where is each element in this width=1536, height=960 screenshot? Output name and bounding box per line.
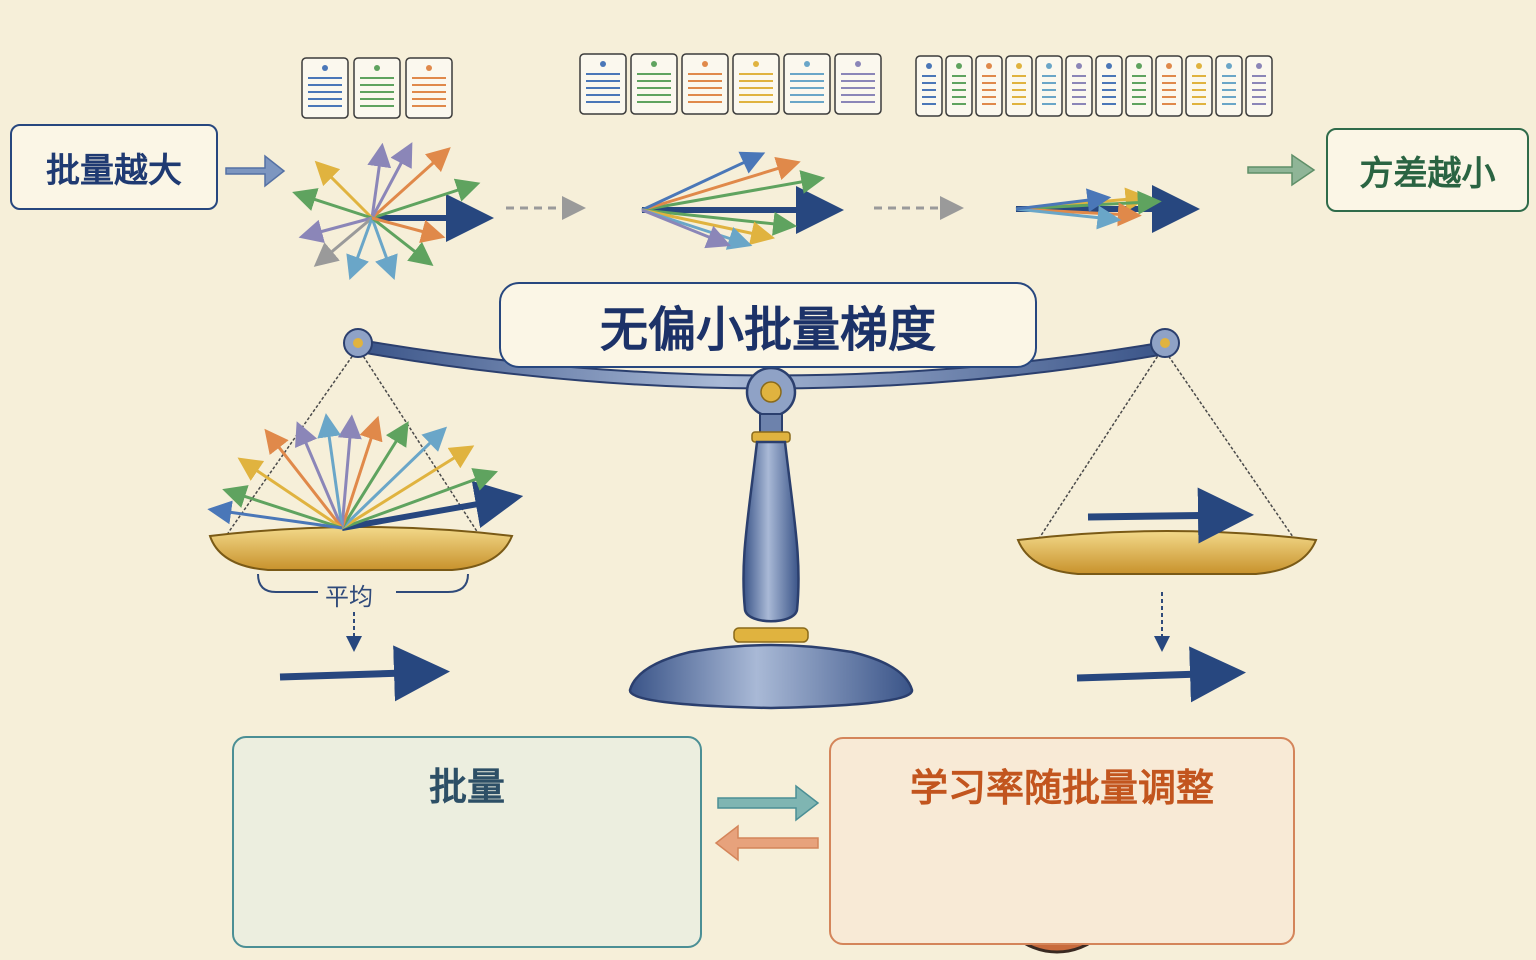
gradient-arrow: [641, 151, 766, 212]
sample-cards-small: [301, 57, 453, 119]
sample-card: [1005, 55, 1033, 117]
sync-arrow-right: [717, 784, 820, 822]
sample-card: [975, 55, 1003, 117]
gradient-arrow: [340, 415, 383, 529]
gradient-arrow: [292, 188, 373, 220]
sample-cards-medium: [579, 53, 882, 115]
sample-card: [1215, 55, 1243, 117]
left-pan: [208, 526, 514, 571]
sample-card: [579, 53, 627, 115]
gradient-arrow: [1015, 188, 1112, 213]
gradient-arrow: [641, 208, 776, 246]
gradient-arrow: [371, 216, 446, 244]
gradient-arrow: [367, 142, 392, 219]
sync-arrow-left: [714, 824, 819, 862]
learning-rate-panel-title: 学习率随批量调整: [909, 765, 1214, 810]
left-chains: [227, 347, 479, 534]
balance-scale: [208, 328, 1318, 710]
gradient-arrow: [237, 457, 343, 530]
sample-card: [1065, 55, 1093, 117]
gradient-fan-high-variance: [292, 142, 494, 281]
sample-card: [1035, 55, 1063, 117]
right-mean-arrow: [1076, 646, 1246, 703]
flow-arrow-out: [1247, 153, 1316, 187]
smaller-variance-label: 方差越小: [1326, 128, 1529, 212]
gradient-arrow: [1015, 205, 1122, 230]
gradient-arrow: [207, 500, 343, 530]
right-pivot: [1160, 338, 1170, 348]
sample-card: [945, 55, 973, 117]
sample-card: [834, 53, 882, 115]
sample-card: [732, 53, 780, 115]
column-body: [742, 440, 800, 623]
right-chains: [1039, 347, 1294, 538]
gradient-arrow: [313, 216, 373, 267]
sample-card: [681, 53, 729, 115]
batch-panel-title: 批量: [428, 764, 505, 809]
gradient-arrow: [371, 178, 481, 220]
bigger-batch-label: 批量越大: [10, 124, 218, 210]
left-mean-arrow: [279, 645, 450, 702]
gradient-arrow: [222, 485, 343, 530]
sample-card: [353, 57, 401, 119]
sample-card: [1185, 55, 1213, 117]
average-label: 平均: [325, 583, 373, 611]
flow-arrow-in: [225, 154, 286, 188]
left-pivot: [353, 338, 363, 348]
sample-card: [1155, 55, 1183, 117]
sample-card: [915, 55, 943, 117]
learning-rate-panel: 学习率随批量调整: [829, 737, 1295, 945]
gradient-arrow: [337, 414, 362, 529]
gradient-arrow: [298, 216, 373, 244]
gradient-arrow: [340, 426, 448, 530]
average-brace: [257, 573, 469, 593]
gradient-arrow: [370, 147, 451, 220]
column-neck: [759, 413, 783, 435]
gradient-arrow: [295, 421, 344, 529]
gradient-fan-medium-variance: [641, 151, 844, 250]
gradient-fan-in-left-pan: [207, 413, 524, 531]
column-gold-ring-bottom: [733, 627, 809, 643]
diagram-title: 无偏小批量梯度: [499, 282, 1037, 368]
gradient-arrow: [341, 445, 475, 530]
sample-card: [301, 57, 349, 119]
gradient-arrow: [264, 428, 344, 529]
sample-card: [1125, 55, 1153, 117]
sample-card: [783, 53, 831, 115]
gradient-arrow: [371, 216, 434, 267]
right-pan: [1016, 530, 1318, 575]
gradient-fan-low-variance: [1015, 185, 1200, 233]
sample-card: [1095, 55, 1123, 117]
sample-cards-large: [915, 55, 1273, 117]
gradient-arrow: [341, 468, 498, 530]
gradient-arrow: [370, 217, 398, 281]
gradient-arrow: [641, 170, 826, 212]
sample-card: [630, 53, 678, 115]
sample-card: [405, 57, 453, 119]
gradient-arrow: [317, 413, 344, 529]
gradient-arrow: [641, 157, 801, 212]
sample-card: [1245, 55, 1273, 117]
gradient-arrow: [340, 421, 409, 529]
gradient-arrow: [341, 480, 524, 531]
right-pan-gradient-arrow: [1087, 487, 1254, 544]
gradient-arrow: [314, 160, 374, 220]
column-gold-ring-top: [751, 431, 791, 443]
center-pivot-cap: [760, 381, 782, 403]
gradient-arrow: [346, 217, 374, 281]
gradient-arrow: [641, 208, 732, 249]
gradient-arrow: [370, 142, 413, 219]
scale-base: [628, 643, 914, 710]
batch-panel: 批量: [232, 736, 702, 948]
